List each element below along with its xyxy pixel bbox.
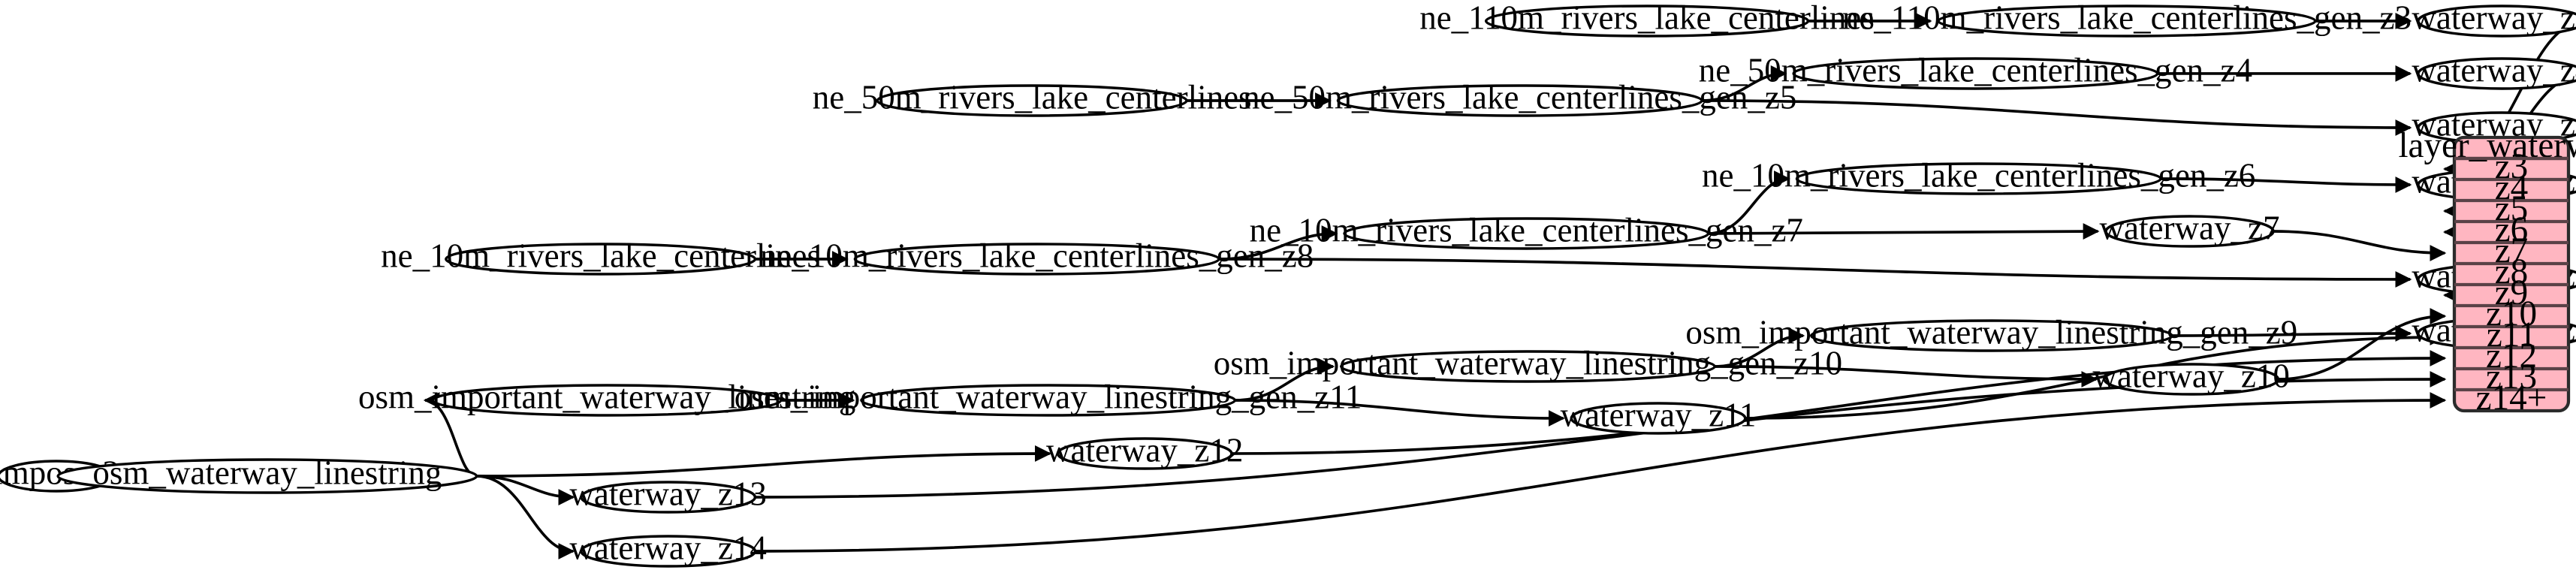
node-waterway_z3[interactable]: waterway_z3 bbox=[2412, 0, 2576, 38]
node-waterway_z13[interactable]: waterway_z13 bbox=[569, 475, 767, 514]
edge-osm_waterway_linestring-to-waterway_z12 bbox=[476, 445, 1051, 478]
node-label-osm_important_waterway_linestring: osm_important_waterway_linestring bbox=[358, 378, 855, 415]
edge-osm_important_waterway_linestring_gen_z9-to-waterway_z9 bbox=[2171, 325, 2412, 342]
node-ne_110m_rivers_lake_centerlines[interactable]: ne_110m_rivers_lake_centerlines bbox=[1419, 0, 1875, 38]
node-label-waterway_z13: waterway_z13 bbox=[569, 475, 766, 512]
node-osm_important_waterway_linestring_gen_z11[interactable]: osm_important_waterway_linestring_gen_z1… bbox=[734, 378, 1362, 417]
node-label-osm_important_waterway_linestring_gen_z10: osm_important_waterway_linestring_gen_z1… bbox=[1214, 344, 1842, 381]
edge-waterway_z14-to-layer_waterway_z14_ bbox=[755, 392, 2447, 553]
node-ne_10m_rivers_lake_centerlines[interactable]: ne_10m_rivers_lake_centerlines bbox=[381, 237, 820, 276]
layer-waterway-table: layer_waterwayz3z4z5z6z7z8z9z10z11z12z13… bbox=[2398, 126, 2576, 418]
node-label-ne_50m_rivers_lake_centerlines_gen_z4: ne_50m_rivers_lake_centerlines_gen_z4 bbox=[1699, 51, 2252, 89]
edge-waterway_z10-to-layer_waterway_z10 bbox=[2278, 308, 2447, 381]
edge-ne_10m_rivers_lake_centerlines_gen_z8-to-waterway_z8 bbox=[1218, 258, 2412, 288]
node-osm_waterway_linestring[interactable]: osm_waterway_linestring bbox=[56, 454, 478, 494]
node-waterway_z11[interactable]: waterway_z11 bbox=[1561, 396, 1757, 435]
node-ne_50m_rivers_lake_centerlines[interactable]: ne_50m_rivers_lake_centerlines bbox=[813, 78, 1252, 117]
edge-waterway_z7-to-layer_waterway_z7 bbox=[2273, 230, 2447, 261]
edge-osm_waterway_linestring-to-waterway_z13 bbox=[476, 475, 575, 505]
edge-ne_50m_rivers_lake_centerlines_gen_z5-to-waterway_z5 bbox=[1701, 99, 2412, 136]
edge-ne_10m_rivers_lake_centerlines_gen_z6-to-waterway_z6 bbox=[2160, 176, 2412, 193]
node-label-ne_10m_rivers_lake_centerlines_gen_z8: ne_10m_rivers_lake_centerlines_gen_z8 bbox=[760, 237, 1314, 274]
node-waterway_z14[interactable]: waterway_z14 bbox=[569, 529, 767, 568]
node-waterway_z10[interactable]: waterway_z10 bbox=[2092, 357, 2290, 396]
node-label-waterway_z14: waterway_z14 bbox=[569, 529, 766, 566]
node-label-waterway_z10: waterway_z10 bbox=[2092, 357, 2289, 394]
edge-osm_important_waterway_linestring_gen_z10-to-waterway_z10 bbox=[1715, 365, 2098, 388]
node-waterway_z4[interactable]: waterway_z4 bbox=[2412, 51, 2576, 90]
node-label-waterway_z7: waterway_z7 bbox=[2100, 209, 2280, 246]
node-ne_50m_rivers_lake_centerlines_gen_z4[interactable]: ne_50m_rivers_lake_centerlines_gen_z4 bbox=[1699, 51, 2252, 90]
node-osm_important_waterway_linestring[interactable]: osm_important_waterway_linestring bbox=[358, 378, 855, 417]
node-label-ne_10m_rivers_lake_centerlines_gen_z6: ne_10m_rivers_lake_centerlines_gen_z6 bbox=[1702, 156, 2255, 194]
node-label-ne_50m_rivers_lake_centerlines_gen_z5: ne_50m_rivers_lake_centerlines_gen_z5 bbox=[1243, 78, 1796, 116]
node-ne_110m_rivers_lake_centerlines_gen_z3[interactable]: ne_110m_rivers_lake_centerlines_gen_z3 bbox=[1842, 0, 2412, 38]
node-waterway_z7[interactable]: waterway_z7 bbox=[2100, 209, 2280, 248]
node-label-ne_10m_rivers_lake_centerlines_gen_z7: ne_10m_rivers_lake_centerlines_gen_z7 bbox=[1250, 211, 1803, 249]
node-label-osm_important_waterway_linestring_gen_z9: osm_important_waterway_linestring_gen_z9 bbox=[1685, 313, 2297, 351]
node-label-waterway_z4: waterway_z4 bbox=[2412, 51, 2576, 89]
edge-osm_important_waterway_linestring_gen_z11-to-waterway_z11 bbox=[1235, 399, 1565, 427]
node-ne_50m_rivers_lake_centerlines_gen_z5[interactable]: ne_50m_rivers_lake_centerlines_gen_z5 bbox=[1243, 78, 1796, 117]
edge-osm_important_waterway_linestring_gen_z11-to-osm_important_waterway_linestring_gen_z10 bbox=[1235, 358, 1335, 402]
node-ne_10m_rivers_lake_centerlines_gen_z8[interactable]: ne_10m_rivers_lake_centerlines_gen_z8 bbox=[760, 237, 1314, 276]
node-label-ne_50m_rivers_lake_centerlines: ne_50m_rivers_lake_centerlines bbox=[813, 78, 1252, 116]
node-label-waterway_z12: waterway_z12 bbox=[1046, 431, 1243, 469]
node-osm_important_waterway_linestring_gen_z10[interactable]: osm_important_waterway_linestring_gen_z1… bbox=[1214, 344, 1842, 383]
edge-waterway_z12-to-layer_waterway_z12 bbox=[1231, 350, 2447, 455]
edge-waterway_z11-to-layer_waterway_z11 bbox=[1745, 329, 2447, 420]
node-ne_10m_rivers_lake_centerlines_gen_z6[interactable]: ne_10m_rivers_lake_centerlines_gen_z6 bbox=[1702, 156, 2255, 195]
node-label-ne_110m_rivers_lake_centerlines: ne_110m_rivers_lake_centerlines bbox=[1419, 0, 1875, 36]
edge-ne_10m_rivers_lake_centerlines_gen_z7-to-waterway_z7 bbox=[1708, 223, 2100, 240]
node-label-waterway_z3: waterway_z3 bbox=[2412, 0, 2576, 36]
edge-osm_waterway_linestring-to-waterway_z14 bbox=[476, 475, 575, 559]
node-label-ne_110m_rivers_lake_centerlines_gen_z3: ne_110m_rivers_lake_centerlines_gen_z3 bbox=[1842, 0, 2412, 36]
node-label-ne_10m_rivers_lake_centerlines: ne_10m_rivers_lake_centerlines bbox=[381, 237, 820, 274]
node-waterway_z12[interactable]: waterway_z12 bbox=[1046, 431, 1243, 470]
node-label-osm_important_waterway_linestring_gen_z11: osm_important_waterway_linestring_gen_z1… bbox=[734, 378, 1362, 415]
node-label-osm_waterway_linestring: osm_waterway_linestring bbox=[92, 454, 442, 491]
node-ne_10m_rivers_lake_centerlines_gen_z7[interactable]: ne_10m_rivers_lake_centerlines_gen_z7 bbox=[1250, 211, 1803, 250]
layer-waterway-table-body bbox=[2452, 135, 2571, 413]
node-label-waterway_z11: waterway_z11 bbox=[1561, 396, 1757, 433]
node-osm_important_waterway_linestring_gen_z9[interactable]: osm_important_waterway_linestring_gen_z9 bbox=[1685, 313, 2297, 352]
layer-waterway-row-z14plus: z14+ bbox=[2476, 378, 2547, 418]
edge-ne_10m_rivers_lake_centerlines_gen_z7-to-ne_10m_rivers_lake_centerlines_gen_z6 bbox=[1708, 170, 1790, 235]
